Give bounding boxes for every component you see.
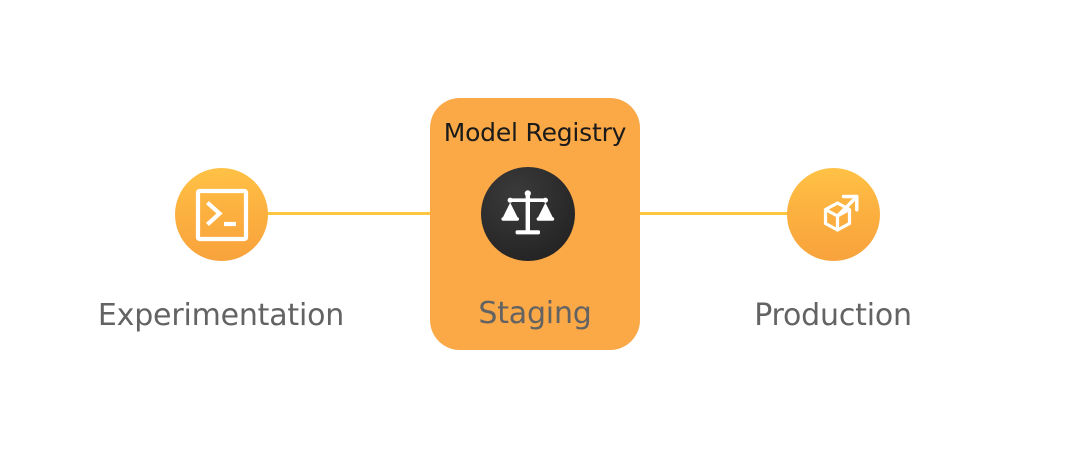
connector-staging-to-production [634,212,794,215]
stage-label-staging: Staging [478,296,592,331]
model-registry-title: Model Registry [443,118,627,147]
terminal-icon [193,186,251,244]
stage-node-production[interactable] [787,168,880,261]
stage-node-model-registry[interactable] [481,167,575,261]
connector-experimentation-to-staging [262,212,437,215]
cube-arrow-icon [805,186,863,244]
stage-label-experimentation: Experimentation [97,298,345,333]
stage-node-experimentation[interactable] [175,168,268,261]
stage-label-production: Production [754,298,912,333]
balance-scale-icon [501,187,555,241]
staging-card[interactable]: Model Registry Staging [430,98,640,350]
